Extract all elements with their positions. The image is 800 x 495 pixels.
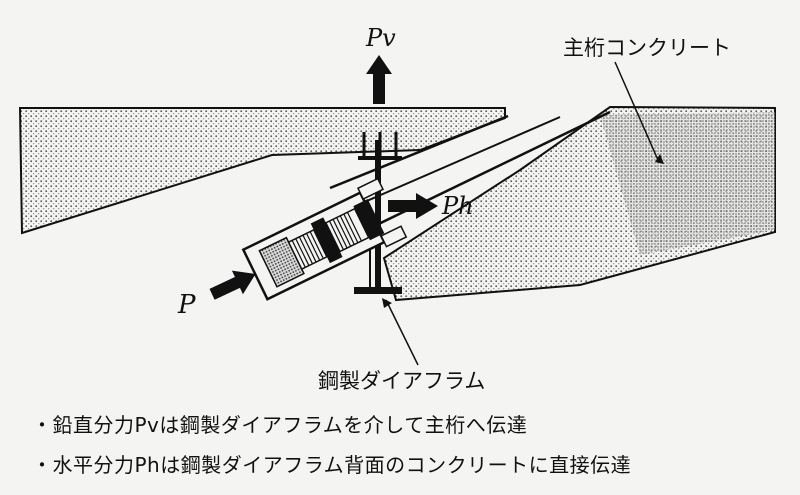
note-vertical-force: ・鉛直分力Pvは鋼製ダイアフラムを介して主桁へ伝達 <box>32 413 528 437</box>
ph-label: Ph <box>442 192 474 220</box>
duct-line-upper <box>329 114 509 190</box>
main-girder-concrete-label: 主桁コンクリート <box>563 36 731 60</box>
diaphragm-base <box>354 287 402 294</box>
p-arrow <box>209 270 256 300</box>
note-horizontal-force: ・水平分力Phは鋼製ダイアフラム背面のコンクリートに直接伝達 <box>32 453 632 477</box>
concrete-left <box>18 107 506 235</box>
leader-main-girder <box>614 61 664 164</box>
leader-diaphragm <box>382 298 419 366</box>
p-label: P <box>178 290 196 320</box>
anchorage-assembly <box>241 177 408 301</box>
duct-line-mid <box>345 116 561 211</box>
diaphragm-plate <box>375 140 381 290</box>
pv-arrow <box>366 55 392 104</box>
pv-label: Pv <box>366 24 396 52</box>
concrete-right-shade <box>600 112 775 255</box>
ph-arrow <box>388 193 438 219</box>
steel-diaphragm-label: 鋼製ダイアフラム <box>318 369 486 393</box>
